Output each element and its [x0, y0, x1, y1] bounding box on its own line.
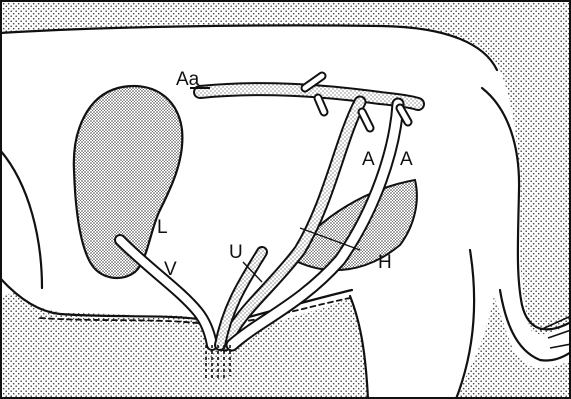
label-h: H [378, 252, 392, 273]
label-a-left: A [362, 149, 375, 170]
label-a-right: A [400, 149, 413, 170]
label-l: L [157, 217, 168, 238]
label-v: V [164, 259, 177, 280]
label-u: U [229, 242, 243, 263]
label-aa: Aa [176, 69, 200, 90]
